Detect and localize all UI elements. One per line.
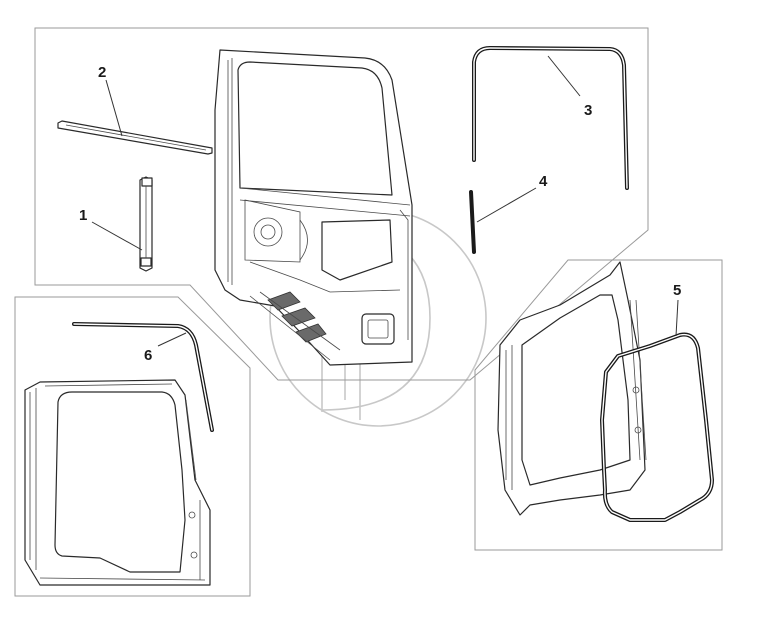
leader-lines xyxy=(91,55,679,347)
glass-run-channel-part-3 xyxy=(472,46,629,190)
leader-3 xyxy=(547,55,581,97)
callout-2: 2 xyxy=(98,64,106,81)
leader-2 xyxy=(105,79,123,137)
door-weatherstrip-part-5 xyxy=(600,332,714,522)
callout-1: 1 xyxy=(79,207,87,224)
callout-5: 5 xyxy=(673,282,681,299)
callout-4: 4 xyxy=(539,173,548,190)
callout-6: 6 xyxy=(144,347,152,364)
belt-strip-part-2 xyxy=(57,120,213,155)
division-channel-part-1 xyxy=(139,176,153,272)
leader-6 xyxy=(157,332,187,347)
bottom-right-panel xyxy=(474,259,723,551)
top-panel xyxy=(34,27,649,381)
door-inner-panel xyxy=(214,49,413,366)
bottom-left-panel xyxy=(14,296,251,597)
leader-1 xyxy=(91,221,143,251)
strip-part-4 xyxy=(469,190,476,254)
leader-4 xyxy=(476,187,537,223)
leader-5 xyxy=(675,299,679,337)
cab-door-aperture-left xyxy=(24,379,211,586)
door-top-seal-part-6 xyxy=(72,322,214,432)
callout-3: 3 xyxy=(584,102,592,119)
cab-door-aperture-right xyxy=(497,261,647,516)
